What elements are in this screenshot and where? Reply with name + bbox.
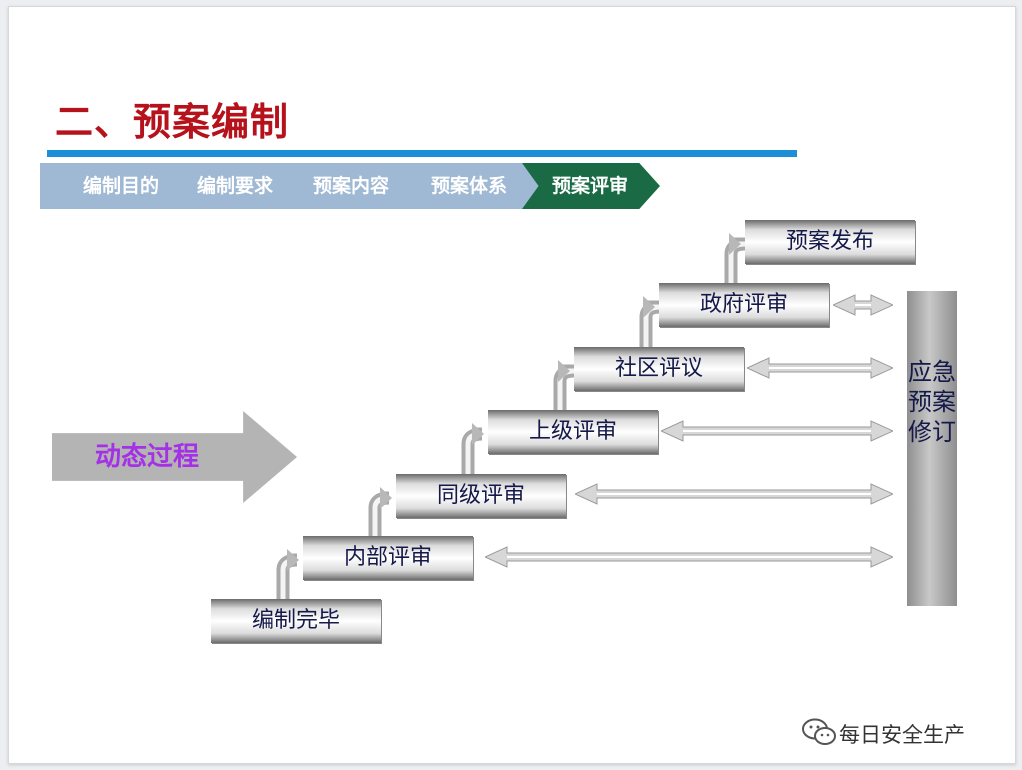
slide: 二、预案编制 编制目的 编制要求 预案内容 预案体系 预案评审 动态过程 编制完… [8, 6, 1016, 764]
section-nav: 编制目的 编制要求 预案内容 预案体系 预案评审 [40, 163, 660, 209]
double-arrow [661, 420, 893, 442]
step-connector-head [287, 549, 299, 571]
nav-active-label: 预案评审 [551, 175, 628, 197]
step-internal: 内部评审 [303, 536, 473, 580]
nav-item-requirements[interactable]: 编制要求 [196, 175, 273, 197]
step-connector-head [472, 423, 484, 445]
nav-item-content[interactable]: 预案内容 [312, 175, 389, 197]
page-title: 二、预案编制 [55, 100, 290, 144]
title-rule [47, 150, 797, 157]
step-government: 政府评审 [659, 283, 829, 327]
step-connector-head [643, 296, 655, 318]
double-arrow [575, 483, 893, 505]
step-done: 编制完毕 [211, 599, 381, 643]
nav-item-system[interactable]: 预案体系 [430, 175, 507, 197]
nav-item-review-active[interactable]: 预案评审 [522, 163, 660, 209]
step-community: 社区评议 [574, 347, 744, 391]
connectors-layer [276, 233, 746, 599]
nav-item-purpose[interactable]: 编制目的 [82, 175, 159, 197]
step-superior: 上级评审 [488, 410, 658, 454]
double-arrow [833, 294, 893, 316]
double-arrow [485, 546, 893, 568]
step-connector-head [380, 487, 392, 509]
watermark-text: 每日安全生产 [839, 723, 965, 747]
process-arrow-label: 动态过程 [94, 442, 199, 472]
nav-background [40, 163, 540, 209]
double-arrow [747, 357, 893, 379]
revision-box [907, 291, 957, 606]
step-connector-head [729, 233, 741, 255]
revision-label: 应急预案修订 [908, 358, 956, 446]
step-connector-head [558, 360, 570, 382]
step-publish: 预案发布 [745, 220, 915, 264]
step-peer: 同级评审 [396, 474, 566, 518]
wechat-icon [802, 718, 836, 745]
